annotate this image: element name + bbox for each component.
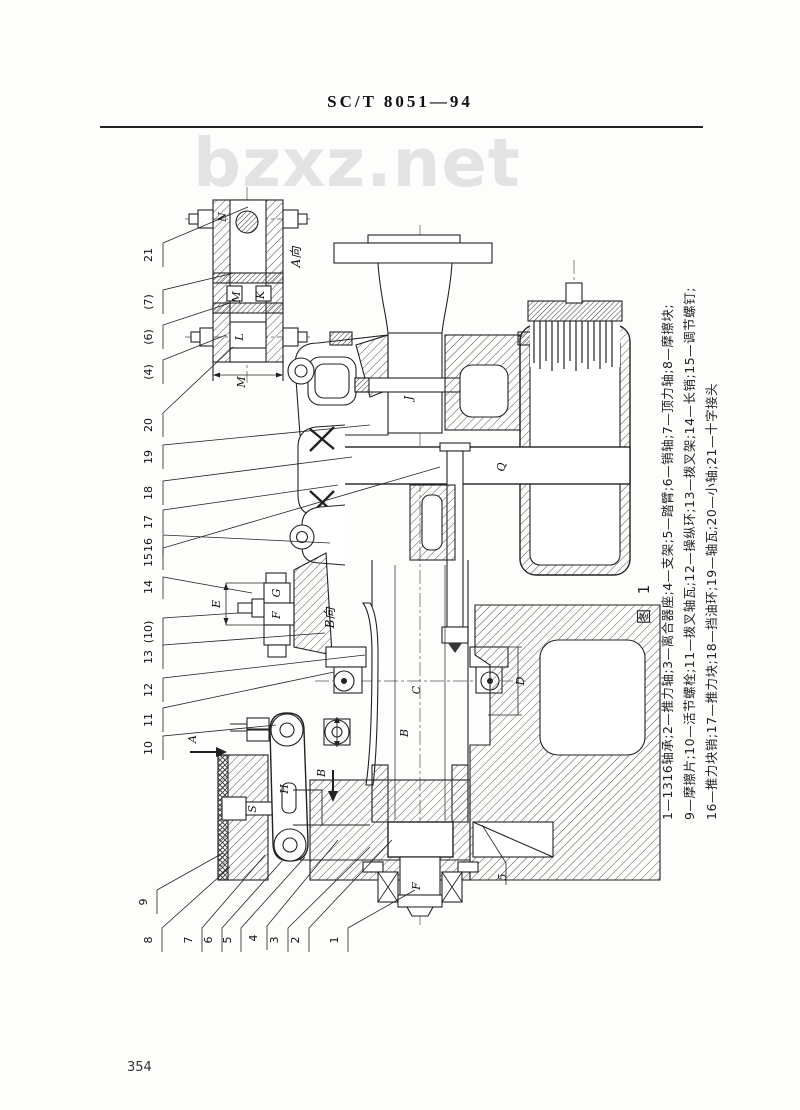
callout-7p: (7) (142, 294, 155, 310)
arrow-a-label: A (186, 735, 199, 744)
letter-n: N (216, 212, 229, 223)
callout-6: 6 (202, 937, 215, 944)
callout-7: 7 (182, 937, 195, 944)
page-number: 354 (127, 1060, 152, 1075)
standard-code-header: SC/T 8051—94 (327, 92, 473, 111)
callout-15: 15 (142, 553, 155, 567)
callout-3: 3 (268, 937, 281, 944)
callout-21: 21 (142, 248, 155, 262)
reference-letters: N M K L M A向 J Q E G F B向 C B D H S A B … (186, 212, 527, 891)
header-rule (100, 126, 703, 128)
inner-callout-5: 5 (496, 874, 509, 881)
dim-m-label: M (235, 376, 248, 389)
callout-6p: (6) (142, 329, 155, 345)
dim-e-label: E (210, 600, 223, 609)
technical-drawing: 21 (7) (6) (4) 20 19 18 17 16 15 14 (10)… (137, 187, 661, 952)
callout-5: 5 (221, 937, 234, 944)
callout-2: 2 (289, 937, 302, 944)
leader-lines-bottom (156, 824, 507, 952)
fork-bracket (289, 424, 346, 566)
callout-20: 20 (142, 418, 155, 432)
letter-m: M (230, 291, 243, 304)
letter-j: J (402, 395, 415, 402)
clutch-housing-left (287, 331, 547, 436)
view-a-label: A向 (289, 246, 303, 269)
arrow-b-label: B (315, 769, 328, 778)
callout-17: 17 (142, 515, 155, 529)
dim-d-label: D (514, 676, 527, 686)
bottom-frame-lines (293, 789, 470, 861)
figure-caption-block: 图 1 1—1316轴承;2—推力轴;3—离合器座;4—支架;5—踏臂;6—销轴… (632, 170, 724, 820)
figure-title: 图 1 (635, 579, 653, 624)
watermark: bzxz.net (193, 124, 521, 202)
caption-line-1: 1—1316轴承;2—推力轴;3—离合器座;4—支架;5—踏臂;6—销轴;7—顶… (660, 303, 675, 820)
callout-10p: (10) (142, 621, 155, 644)
callout-18: 18 (142, 486, 155, 500)
letter-k: K (254, 290, 267, 300)
friction-plate-stack (533, 321, 613, 371)
callout-10: 10 (142, 741, 155, 755)
leader-lines-left (162, 206, 441, 760)
view-a-assembly (188, 199, 308, 381)
inner-right-column (444, 334, 521, 431)
callout-12: 12 (142, 683, 155, 697)
swivel-link (230, 712, 351, 862)
callout-labels: 21 (7) (6) (4) 20 19 18 17 16 15 14 (10)… (137, 248, 341, 944)
letter-l: L (233, 333, 246, 341)
callout-14: 14 (142, 580, 155, 594)
view-b-detail (223, 552, 333, 658)
letter-b: B (398, 729, 411, 738)
letter-g: G (270, 588, 283, 597)
view-arrow-b (328, 770, 338, 802)
support-columns (409, 484, 456, 561)
letter-f: F (270, 611, 283, 620)
bottom-bearing-assembly (362, 821, 479, 917)
callout-16: 16 (142, 538, 155, 552)
letter-q: Q (495, 462, 508, 471)
caption-line-3: 16—推力块销;17—推力块;18—挡油环;19—轴瓦;20—小轴;21—十字接… (704, 383, 719, 820)
caption-line-2: 9—摩擦片;10—活节螺栓;11—拨叉轴瓦;12—操纵环;13—拨叉架;14—长… (682, 287, 697, 820)
view-arrow-a (190, 747, 227, 757)
callout-1: 1 (328, 937, 341, 944)
callout-13: 13 (142, 650, 155, 664)
friction-stack (217, 754, 277, 881)
clutch-drum-housing (519, 282, 631, 576)
letter-c: C (410, 685, 423, 694)
letter-f2: F (410, 882, 423, 891)
letter-h: H (278, 784, 291, 795)
view-b-label: B向 (323, 607, 337, 630)
callout-9: 9 (137, 899, 150, 906)
callout-4p: (4) (142, 364, 155, 380)
callout-4: 4 (247, 935, 260, 942)
callout-8: 8 (142, 937, 155, 944)
operating-ring-bar (327, 446, 631, 485)
letter-s: S (246, 805, 259, 813)
callout-19: 19 (142, 450, 155, 464)
base-casting (469, 604, 661, 881)
callout-11: 11 (142, 713, 155, 727)
